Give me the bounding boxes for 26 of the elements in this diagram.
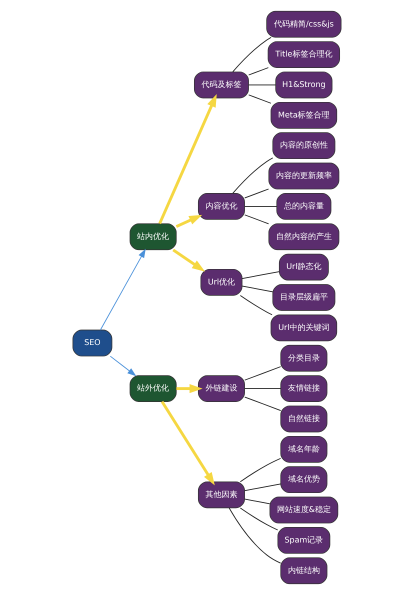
connector — [244, 366, 281, 381]
connector — [228, 507, 281, 564]
connector — [244, 396, 281, 411]
connector — [241, 286, 273, 292]
connector — [232, 157, 273, 194]
connector — [248, 84, 276, 86]
connector — [244, 206, 277, 207]
arrow — [99, 248, 146, 330]
connector — [244, 188, 269, 198]
connector — [244, 388, 281, 390]
arrow — [158, 94, 216, 224]
arrow — [109, 356, 136, 376]
connector — [241, 271, 279, 279]
arrow — [172, 248, 205, 272]
connector — [244, 483, 281, 492]
connector — [248, 67, 268, 76]
arrow — [160, 400, 214, 486]
connector — [232, 36, 272, 72]
connector — [244, 214, 269, 224]
connector — [239, 458, 281, 482]
connector — [239, 295, 272, 316]
arrow — [175, 214, 202, 228]
connector — [244, 498, 270, 504]
arrow — [176, 384, 202, 394]
connector — [239, 508, 278, 530]
connector — [248, 94, 271, 104]
